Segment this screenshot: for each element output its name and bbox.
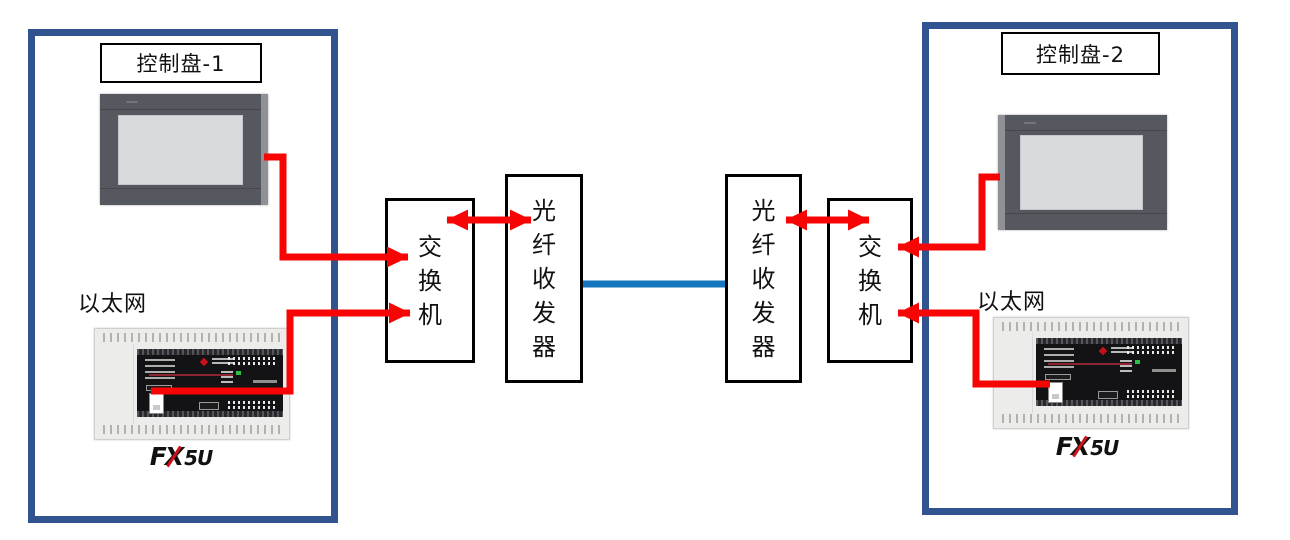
hmi-bezel-line bbox=[998, 130, 1167, 131]
fx-logo-x: X bbox=[164, 442, 185, 471]
mitsubishi-logo-icon bbox=[199, 357, 209, 367]
hmi-display-2 bbox=[998, 115, 1167, 230]
hmi-screen-2 bbox=[1020, 135, 1143, 210]
port-frame bbox=[1045, 374, 1071, 380]
mitsubishi-logo-icon bbox=[1098, 346, 1108, 356]
terminal-strip bbox=[103, 425, 281, 434]
plc-model-logo-2: FX5U bbox=[1027, 432, 1147, 461]
power-led bbox=[236, 371, 241, 375]
switch-left-box: 交换机 bbox=[385, 198, 475, 363]
ethernet-label-1: 以太网 bbox=[78, 292, 148, 317]
plc-device-2 bbox=[993, 317, 1189, 429]
fx-logo-f: F bbox=[1055, 432, 1073, 461]
control-panel-1-title: 控制盘-1 bbox=[136, 52, 226, 76]
terminal-row bbox=[137, 411, 283, 417]
model-text bbox=[1152, 369, 1176, 372]
input-indicator-row bbox=[228, 362, 276, 365]
hmi-brand-dash bbox=[1024, 122, 1036, 124]
control-panel-2-enclosure bbox=[922, 22, 1238, 515]
power-led bbox=[1135, 360, 1140, 364]
output-indicator-row bbox=[228, 406, 276, 409]
nameplate bbox=[199, 402, 219, 410]
terminal-row bbox=[137, 349, 283, 355]
terminal-strip bbox=[103, 333, 281, 342]
plc-front-face bbox=[1036, 338, 1182, 406]
status-labels bbox=[221, 371, 233, 385]
input-indicator-row bbox=[228, 357, 276, 360]
switch-right-label: 交换机 bbox=[858, 232, 882, 329]
control-panel-1-title-box: 控制盘-1 bbox=[100, 43, 262, 83]
output-indicator-row bbox=[1127, 395, 1175, 398]
hmi-bezel-line bbox=[100, 109, 268, 110]
input-indicator-row bbox=[1127, 351, 1175, 354]
hmi-brand-dash bbox=[126, 101, 138, 103]
unit-divider bbox=[133, 344, 134, 424]
terminal-row bbox=[1036, 338, 1182, 344]
unit-divider bbox=[1032, 333, 1033, 413]
status-labels bbox=[1120, 360, 1132, 374]
plc-front-face bbox=[137, 349, 283, 417]
model-text bbox=[253, 380, 277, 383]
hmi-bezel-line bbox=[998, 213, 1167, 214]
port-frame bbox=[146, 385, 172, 391]
control-panel-2-title-box: 控制盘-2 bbox=[1001, 32, 1160, 75]
control-panel-2-title: 控制盘-2 bbox=[1036, 42, 1125, 67]
output-indicator-row bbox=[1127, 390, 1175, 393]
terminal-strip bbox=[1002, 322, 1180, 331]
output-indicator-row bbox=[228, 401, 276, 404]
port-labels bbox=[145, 359, 175, 383]
lan-port-icon bbox=[149, 393, 164, 414]
switch-left-label: 交换机 bbox=[418, 232, 442, 329]
hmi-bezel-line bbox=[100, 188, 268, 189]
fx-logo-5u: 5U bbox=[1090, 436, 1119, 460]
hmi-display-1 bbox=[100, 94, 268, 205]
accent-line bbox=[1048, 363, 1132, 365]
nameplate bbox=[1098, 391, 1118, 399]
port-labels bbox=[1044, 348, 1074, 372]
plc-model-logo-1: FX5U bbox=[121, 442, 241, 471]
fx-logo-f: F bbox=[149, 442, 167, 471]
control-panel-1-enclosure bbox=[28, 29, 338, 523]
plc-device-1 bbox=[94, 328, 290, 440]
hmi-side-edge bbox=[998, 115, 1005, 230]
lan-port-icon bbox=[1048, 382, 1063, 403]
fiber-transceiver-left-label: 光纤收发器 bbox=[532, 196, 556, 361]
hmi-screen-1 bbox=[118, 115, 243, 185]
input-indicator-row bbox=[1127, 346, 1175, 349]
fx-logo-5u: 5U bbox=[184, 446, 213, 470]
terminal-row bbox=[1036, 400, 1182, 406]
fx-logo-x: X bbox=[1070, 432, 1091, 461]
fiber-transceiver-left-box: 光纤收发器 bbox=[505, 174, 583, 383]
hmi-side-edge bbox=[261, 94, 268, 205]
switch-right-box: 交换机 bbox=[827, 198, 913, 363]
terminal-strip bbox=[1002, 414, 1180, 423]
fiber-transceiver-right-label: 光纤收发器 bbox=[751, 196, 776, 361]
ethernet-label-2: 以太网 bbox=[977, 290, 1047, 315]
brand-text bbox=[1111, 347, 1134, 354]
fiber-transceiver-right-box: 光纤收发器 bbox=[725, 174, 802, 383]
